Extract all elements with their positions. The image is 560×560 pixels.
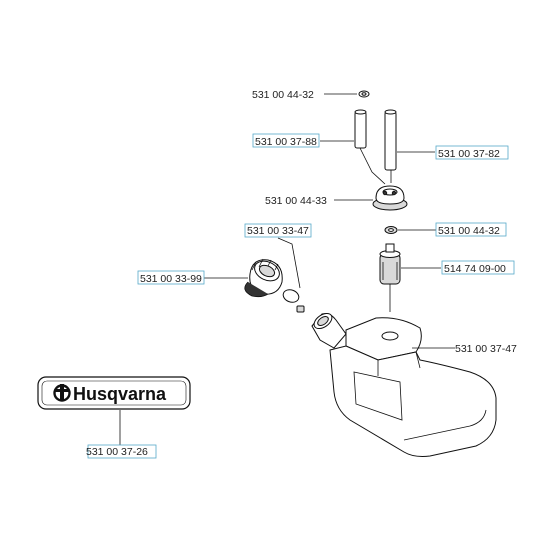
washer-mid-part — [384, 226, 398, 234]
husqvarna-logo-text: Husqvarna — [73, 384, 167, 404]
callout-cap-assembly[interactable]: 531 00 33-47 — [247, 225, 309, 237]
callout-tube-left-box — [252, 133, 320, 148]
filter-part — [379, 243, 401, 312]
callout-tank[interactable]: 531 00 37-47 — [455, 343, 517, 355]
callout-filter[interactable]: 514 74 09-00 — [444, 263, 506, 275]
callout-grommet-label: 531 00 44-33 — [265, 195, 327, 207]
callout-washer-mid[interactable]: 531 00 44-32 — [438, 225, 500, 237]
callout-decal-box — [87, 444, 157, 459]
callout-cap-assembly-label: 531 00 33-47 — [247, 225, 309, 237]
callout-washer-mid-label: 531 00 44-32 — [438, 225, 500, 237]
callout-decal[interactable]: 531 00 37-26 — [86, 446, 148, 458]
tube-right-part — [384, 109, 397, 171]
cap-gasket-part — [282, 289, 300, 303]
callout-cap-box — [137, 270, 205, 285]
callout-washer-mid-box — [435, 222, 507, 237]
tube-left-part — [354, 109, 367, 149]
callout-cap-assembly-box — [244, 223, 312, 238]
husqvarna-decal: Husqvarna — [37, 376, 191, 410]
callout-tube-right-label: 531 00 37-82 — [438, 148, 500, 160]
callout-washer-top[interactable]: 531 00 44-32 — [252, 89, 314, 101]
husqvarna-crown-icon — [53, 384, 71, 402]
callout-tube-left[interactable]: 531 00 37-88 — [255, 136, 317, 148]
callout-cap[interactable]: 531 00 33-99 — [140, 273, 202, 285]
callout-filter-box — [441, 260, 515, 275]
tank-part — [311, 312, 497, 457]
callout-tube-right-box — [435, 145, 509, 160]
callout-grommet[interactable]: 531 00 44-33 — [265, 195, 327, 207]
callout-washer-top-label: 531 00 44-32 — [252, 89, 314, 101]
callout-tank-label: 531 00 37-47 — [455, 343, 517, 355]
cap-part — [244, 258, 283, 298]
callout-filter-label: 514 74 09-00 — [444, 263, 506, 275]
callout-tube-left-label: 531 00 37-88 — [255, 136, 317, 148]
callout-cap-label: 531 00 33-99 — [140, 273, 202, 285]
callout-tube-right[interactable]: 531 00 37-82 — [438, 148, 500, 160]
washer-top-part — [358, 90, 370, 98]
grommet-part — [372, 185, 408, 211]
vent-part — [296, 305, 305, 313]
callout-decal-label: 531 00 37-26 — [86, 446, 148, 458]
